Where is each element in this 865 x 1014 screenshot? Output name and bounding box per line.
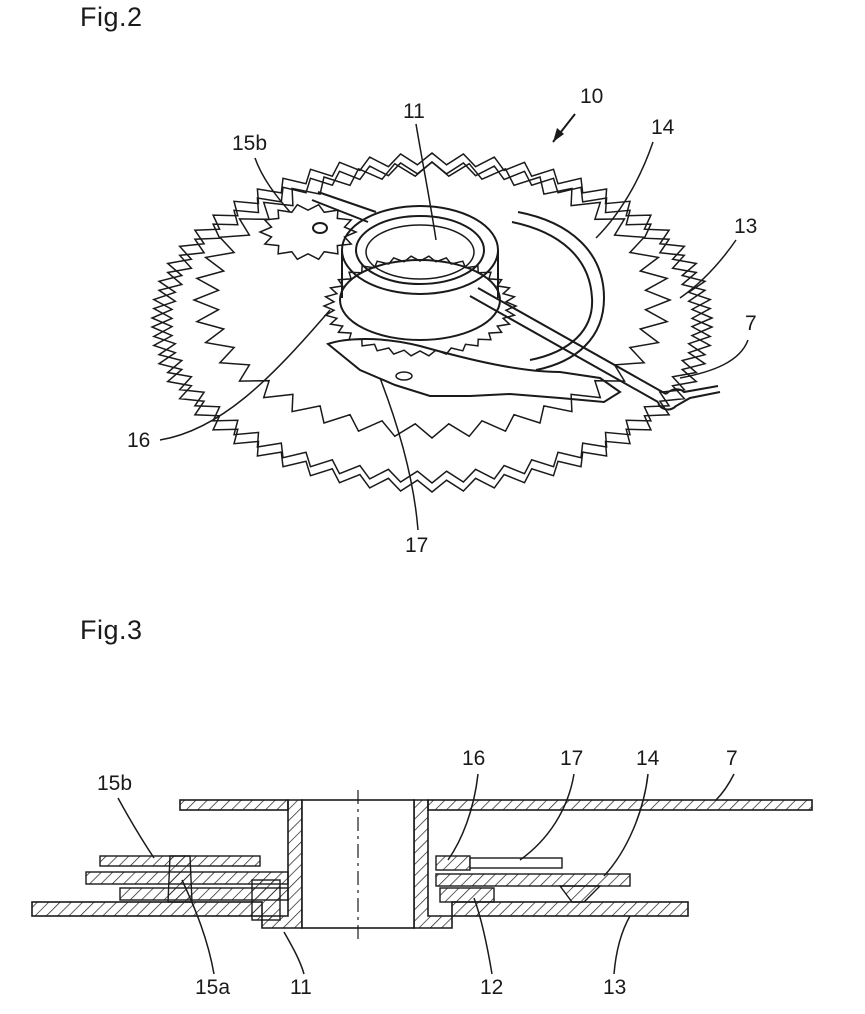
lever-7-back — [311, 191, 377, 223]
toothed-wheel-13 — [150, 152, 714, 484]
toothed-wheel-13-edge — [150, 161, 714, 493]
figure-3-drawing — [31, 790, 813, 940]
toothed-ring-16 — [322, 255, 518, 357]
leader-15b-fig2 — [254, 157, 291, 213]
wheel-13-section-left — [31, 901, 263, 917]
label-14-fig2: 14 — [651, 116, 675, 139]
lever-7-tip — [657, 385, 721, 411]
ratchet-14-section-right — [435, 873, 631, 887]
label-11-fig3: 11 — [290, 976, 312, 999]
figure-3-title: Fig.3 — [80, 615, 143, 645]
leader-11-fig2 — [415, 123, 437, 241]
plate-17 — [325, 338, 622, 404]
arrow-10-head — [553, 128, 564, 142]
bridge-section-left — [119, 887, 289, 901]
leader-14-fig3 — [603, 773, 649, 877]
leader-15a-fig3 — [181, 879, 215, 975]
leader-17-fig3 — [519, 773, 575, 861]
leader-17-fig2 — [379, 377, 419, 531]
bearing-section-left — [251, 879, 281, 921]
label-17-fig3: 17 — [560, 747, 583, 770]
hub-outer-rim — [341, 205, 499, 295]
ring-16-section — [435, 855, 471, 871]
leader-11-fig3 — [283, 931, 305, 975]
label-7-fig2: 7 — [745, 312, 757, 335]
ratchet-wheel-14 — [191, 161, 673, 439]
leader-13-fig2 — [679, 239, 737, 299]
part-12-section — [439, 887, 495, 903]
label-11-fig2: 11 — [403, 100, 425, 123]
plate-hole — [395, 371, 413, 381]
hub-sides — [341, 250, 499, 298]
label-15a-fig3: 15a — [195, 976, 230, 999]
label-16-fig3: 16 — [462, 747, 485, 770]
curved-arm-outer — [517, 211, 606, 371]
plate-17-section — [469, 857, 563, 869]
lever-7-section-right — [427, 799, 813, 811]
leader-7-fig2 — [679, 339, 749, 379]
leader-15b-fig3 — [117, 797, 155, 859]
pinion-hole — [312, 222, 328, 234]
lever-7-section-left — [179, 799, 289, 811]
label-17-fig2: 17 — [405, 534, 428, 557]
figure-2-drawing — [150, 152, 721, 493]
figure-2-title: Fig.2 — [80, 2, 143, 32]
label-7-fig3: 7 — [726, 747, 738, 770]
pinion-15b — [258, 203, 358, 261]
label-16-fig2: 16 — [127, 429, 150, 452]
hub-bore — [365, 224, 475, 280]
label-13-fig3: 13 — [603, 976, 626, 999]
leader-12-fig3 — [473, 897, 493, 975]
label-14-fig3: 14 — [636, 747, 660, 770]
leader-13-fig3 — [613, 915, 631, 975]
leader-7-fig3 — [715, 773, 735, 801]
label-15b-fig3: 15b — [97, 772, 132, 795]
label-15b-fig2: 15b — [232, 132, 267, 155]
figure-2-labels: 10 11 15b 14 13 7 16 17 — [127, 85, 757, 557]
label-10: 10 — [580, 85, 603, 108]
label-12-fig3: 12 — [480, 976, 503, 999]
curved-arm — [511, 221, 594, 361]
leader-16-fig2 — [159, 309, 331, 441]
figure-3-labels: 15b 16 17 14 7 15a 11 12 13 — [97, 747, 738, 999]
hub-inner-rim — [355, 215, 485, 285]
leader-14-fig2 — [595, 141, 654, 239]
lever-7 — [469, 287, 667, 403]
ratchet-14-foot — [558, 885, 602, 903]
wheel-13-section-right — [451, 901, 689, 917]
label-13-fig2: 13 — [734, 215, 757, 238]
leader-16-fig3 — [447, 773, 479, 861]
